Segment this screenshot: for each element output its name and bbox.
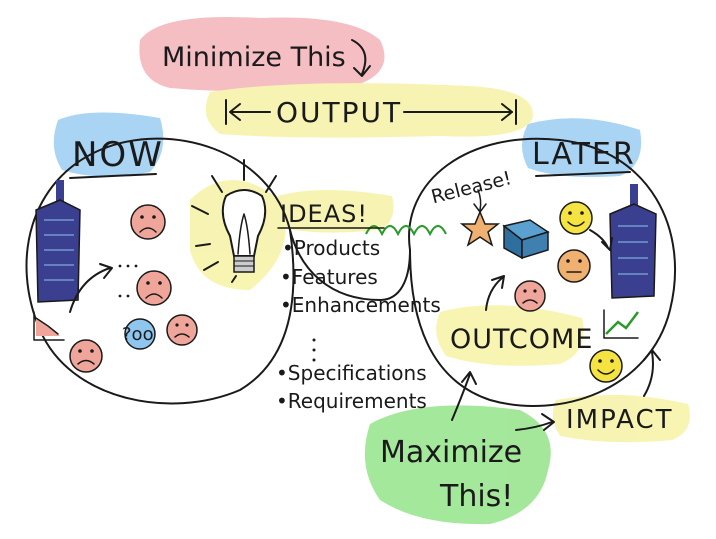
sad-face-icon — [136, 270, 172, 306]
ideas-item: •Products — [282, 236, 380, 260]
outcome-highlight — [436, 305, 584, 366]
ideas-item: •Requirements — [276, 389, 427, 413]
later-circle — [408, 137, 677, 407]
later-highlight — [522, 118, 642, 177]
release-label: Release! — [429, 167, 514, 208]
outcome-arrow — [485, 275, 505, 311]
impact-highlight — [552, 394, 690, 443]
loop-connector — [365, 225, 447, 237]
lightbulb-icon — [191, 159, 277, 283]
building-icon — [35, 180, 81, 303]
ideas-title: IDEAS! — [280, 200, 368, 228]
impact-label: IMPACT — [566, 405, 673, 435]
sad-face-icon — [166, 314, 198, 346]
later-underline — [535, 171, 631, 177]
outcome-label: OUTCOME — [450, 324, 593, 355]
output-label: OUTPUT — [276, 96, 402, 129]
building-icon — [609, 184, 657, 299]
happy-face-icon — [589, 349, 623, 383]
confused-face-icon — [124, 318, 156, 350]
minimize-arrow — [351, 39, 371, 77]
maximize-arrow-right — [515, 413, 555, 431]
minimize-highlight — [139, 16, 385, 92]
later-title: LATER — [532, 137, 636, 172]
now-underline — [69, 173, 157, 179]
happy-face-icon — [559, 201, 593, 235]
now-title: NOW — [72, 135, 164, 175]
now-arrow — [69, 263, 113, 313]
output-highlight — [205, 83, 533, 138]
chart-up-icon — [603, 309, 639, 339]
question-note: ?oo — [122, 324, 154, 345]
maximize-line2: This! — [439, 479, 513, 514]
ideas-item: •Enhancements — [280, 293, 441, 317]
maximize-arrow-left — [451, 371, 477, 421]
chart-down-icon — [33, 311, 65, 341]
neutral-face-icon — [557, 249, 591, 283]
package-icon — [502, 219, 550, 260]
sad-face-icon — [69, 339, 103, 373]
ideas-highlight — [274, 190, 394, 233]
maximize-line1: Maximize — [380, 435, 522, 470]
output-arrow — [225, 99, 517, 125]
connector-arc — [289, 229, 411, 301]
minimize-label: Minimize This — [162, 42, 346, 73]
later-arrow — [589, 229, 613, 251]
dots — [118, 264, 316, 362]
maximize-highlight — [364, 405, 551, 525]
ideas-item: •Specifications — [276, 361, 427, 385]
sad-face-icon — [514, 280, 546, 312]
ideas-item: •Features — [280, 265, 378, 289]
sad-face-icon — [130, 204, 166, 240]
star-icon — [459, 210, 501, 247]
impact-arrow — [643, 349, 661, 397]
